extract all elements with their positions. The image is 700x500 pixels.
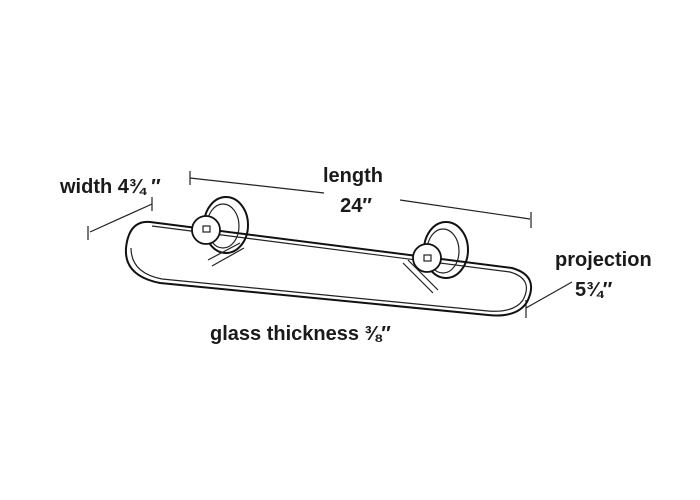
- glass-thickness-label: glass thickness ⅜″: [210, 323, 391, 345]
- length-dimension-line: [189, 171, 532, 228]
- projection-value: 5¾″: [575, 279, 613, 301]
- width-label: width 4¾ ″: [59, 176, 161, 198]
- length-label: length: [323, 165, 383, 187]
- left-bracket: [191, 196, 249, 267]
- glass-shelf: [124, 220, 532, 317]
- projection-label: projection: [555, 249, 652, 271]
- right-bracket: [402, 221, 469, 294]
- length-value: 24″: [340, 195, 372, 217]
- projection-dimension-line: [525, 281, 573, 318]
- width-dimension-line: [87, 197, 153, 240]
